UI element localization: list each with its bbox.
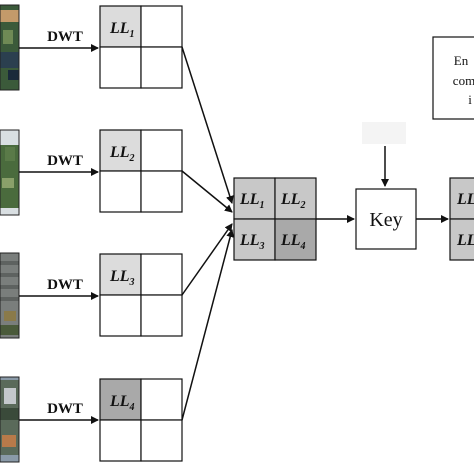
dwt-label-4: DWT — [47, 401, 83, 417]
combined-ll-4: LL4 — [280, 232, 306, 252]
note-line-1: En — [454, 53, 469, 68]
encryption-note-box — [432, 36, 474, 120]
output-ll-top: LL — [456, 191, 474, 208]
combined-ll-2: LL2 — [280, 191, 306, 211]
ll-band-3: LL3 — [109, 268, 135, 288]
combined-ll-1: LL1 — [239, 191, 265, 211]
merge-arrow-2 — [181, 170, 233, 213]
dwt-label-2: DWT — [47, 153, 83, 169]
satellite-image-2 — [0, 129, 20, 216]
merge-arrow-4 — [181, 229, 235, 421]
key-input-box — [362, 122, 406, 144]
dwt-label-1: DWT — [47, 29, 83, 45]
note-line-2: com — [453, 73, 474, 88]
dwt-grid-2: LL2 — [99, 129, 183, 213]
dwt-grid-1: LL1 — [99, 5, 183, 89]
ll-band-1: LL1 — [109, 20, 135, 40]
ll-band-4: LL4 — [109, 393, 135, 413]
output-ll-grid: LL LL — [449, 177, 474, 261]
combined-ll-grid: LL1 LL2 LL3 LL4 — [233, 177, 317, 261]
merge-arrow-1 — [181, 46, 234, 204]
satellite-image-1 — [0, 4, 20, 91]
key-label: Key — [369, 209, 402, 231]
combined-ll-3: LL3 — [239, 232, 265, 252]
output-ll-bottom: LL — [456, 232, 474, 249]
dwt-label-3: DWT — [47, 277, 83, 293]
ll-band-2: LL2 — [109, 144, 135, 164]
merge-arrow-3 — [181, 223, 233, 296]
satellite-image-4 — [0, 376, 20, 463]
satellite-image-3 — [0, 252, 20, 339]
note-line-3: i — [468, 92, 472, 107]
dwt-grid-4: LL4 — [99, 378, 183, 462]
dwt-grid-3: LL3 — [99, 253, 183, 337]
